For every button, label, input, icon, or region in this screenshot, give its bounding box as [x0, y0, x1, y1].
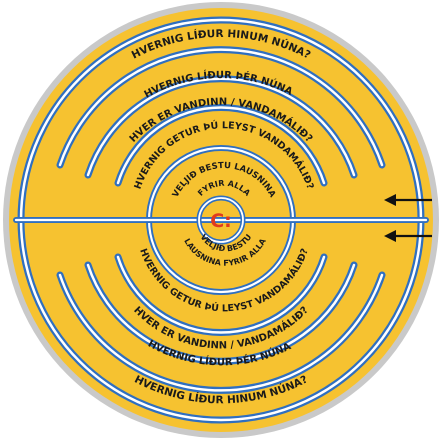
entry-arrow-top — [384, 194, 432, 206]
center-symbol: C: — [210, 210, 232, 232]
entry-arrow-bottom — [384, 230, 432, 242]
maze-walls — [13, 16, 429, 424]
